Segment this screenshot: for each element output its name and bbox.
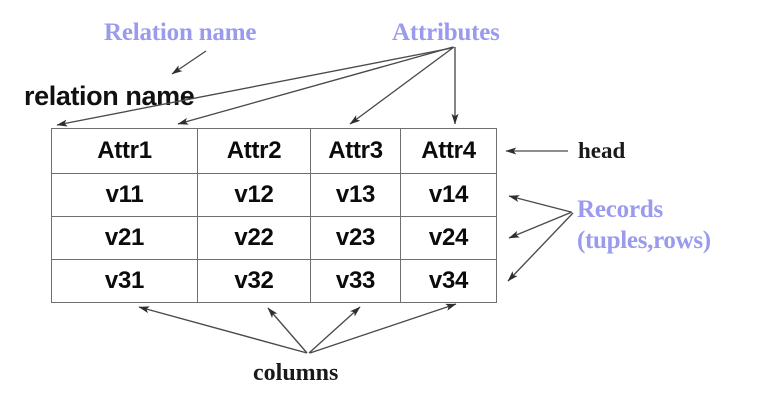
table-header-row: Attr1 Attr2 Attr3 Attr4 <box>51 128 497 174</box>
table-cell: v31 <box>51 259 198 303</box>
arrow-icon-column2 <box>267 307 308 354</box>
relation-table: Attr1 Attr2 Attr3 Attr4 v11 v12 v13 v14 … <box>51 128 497 303</box>
table-row: v31 v32 v33 v34 <box>51 259 497 303</box>
arrow-icon-column3 <box>308 306 361 354</box>
table-header-cell: Attr1 <box>51 128 198 174</box>
arrow-icon-record-row3 <box>507 212 574 282</box>
annotation-head: head <box>578 138 626 163</box>
table-cell: v13 <box>310 173 401 217</box>
annotation-attributes: Attributes <box>392 19 500 46</box>
arrow-icon-relation-name <box>171 50 207 75</box>
table-cell: v34 <box>400 259 497 303</box>
arrow-icon-column4 <box>309 303 457 354</box>
arrow-icon-attr3 <box>349 46 455 125</box>
table-cell: v23 <box>310 216 401 260</box>
table-row: v21 v22 v23 v24 <box>51 216 497 260</box>
annotation-columns: columns <box>253 360 339 386</box>
arrow-icon-attr2 <box>177 46 454 125</box>
table-header-cell: Attr3 <box>310 128 401 174</box>
arrow-icon-column1 <box>138 306 308 354</box>
table-cell: v33 <box>310 259 401 303</box>
table-cell: v12 <box>197 173 311 217</box>
relation-name-title: relation name <box>24 81 195 111</box>
table-cell: v11 <box>51 173 198 217</box>
annotation-relation-name: Relation name <box>104 19 257 46</box>
table-cell: v22 <box>197 216 311 260</box>
table-cell: v24 <box>400 216 497 260</box>
table-header-cell: Attr2 <box>197 128 311 174</box>
table-cell: v14 <box>400 173 497 217</box>
table-header-cell: Attr4 <box>400 128 497 174</box>
table-cell: v32 <box>197 259 311 303</box>
arrow-icon-record-row1 <box>508 195 572 213</box>
table-cell: v21 <box>51 216 198 260</box>
table-row: v11 v12 v13 v14 <box>51 173 497 217</box>
annotation-records-sub: (tuples,rows) <box>577 227 711 254</box>
annotation-records: Records <box>577 196 664 223</box>
arrow-icon-record-row2 <box>508 211 573 239</box>
